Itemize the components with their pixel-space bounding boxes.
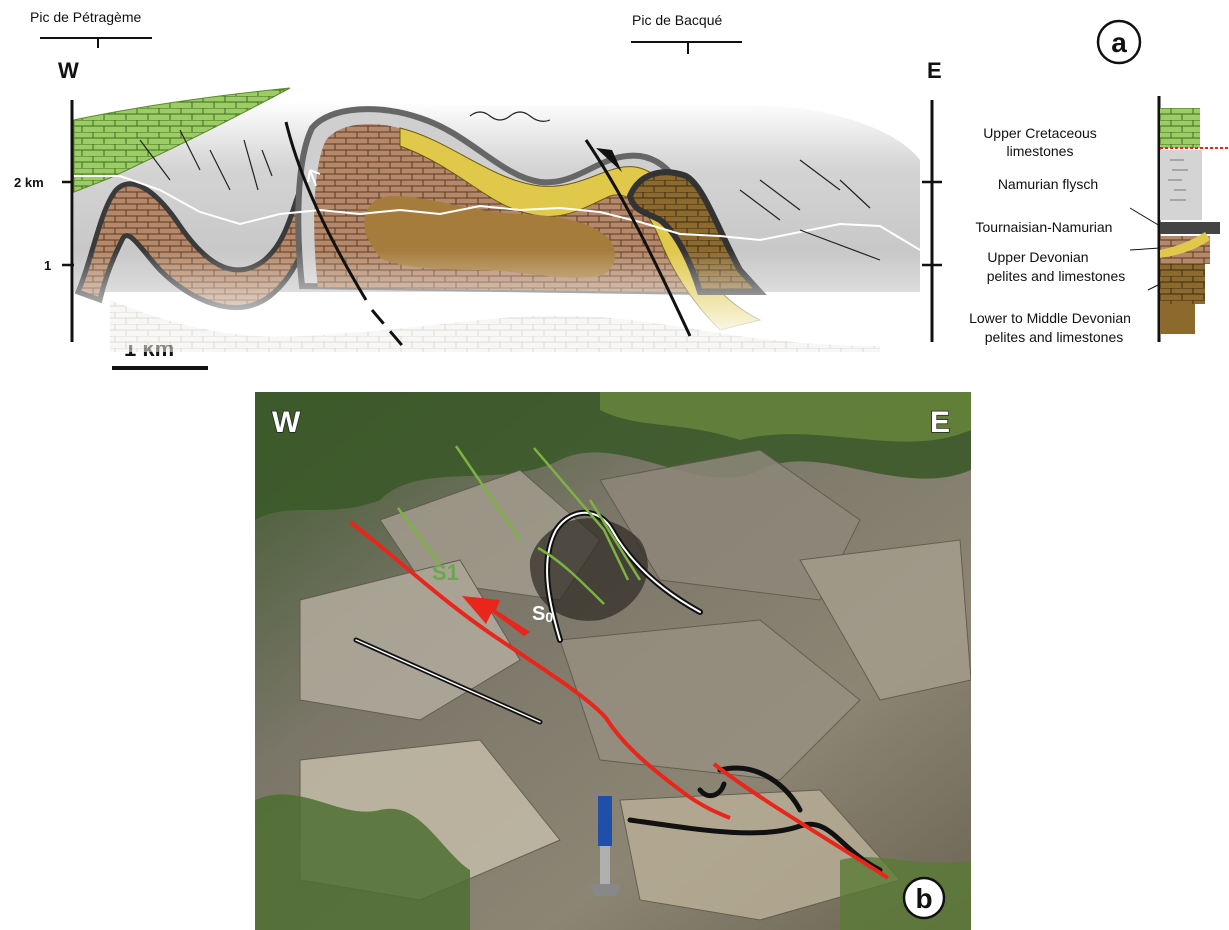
legend-item-tournaisian: Tournaisian-Namurian [976, 219, 1113, 235]
legend-item-flysch: Namurian flysch [998, 176, 1098, 192]
compass-west: W [58, 58, 79, 83]
elevation-label-1: 1 [44, 258, 51, 273]
legend-item-upper-devonian-line1: Upper Devonian [987, 249, 1088, 265]
elevation-label-2km: 2 km [14, 175, 44, 190]
peak-marker-east [631, 42, 742, 54]
peak-label-east: Pic de Bacqué [632, 12, 722, 28]
legend-item-lower-devonian-line2: pelites and limestones [985, 329, 1124, 345]
peak-label-west: Pic de Pétragème [30, 9, 141, 25]
outcrop-photo-panel: W E S1 S0 b [255, 392, 971, 930]
legend-item-upper-devonian-line2: pelites and limestones [987, 268, 1126, 284]
compass-east: E [927, 58, 942, 83]
photo-compass-east: E [930, 406, 950, 439]
s0-label-subscript: 0 [545, 609, 553, 625]
peak-marker-west [40, 38, 152, 48]
photo-compass-west: W [272, 406, 301, 439]
legend-item-cretaceous-line2: limestones [1007, 143, 1074, 159]
s1-label: S1 [432, 560, 459, 585]
stratigraphic-column: Upper Cretaceous limestones Namurian fly… [969, 96, 1228, 345]
panel-label-a: a [1111, 27, 1127, 58]
legend-item-lower-devonian-line1: Lower to Middle Devonian [969, 310, 1131, 326]
legend-item-cretaceous-line1: Upper Cretaceous [983, 125, 1097, 141]
panel-label-b: b [915, 883, 932, 914]
